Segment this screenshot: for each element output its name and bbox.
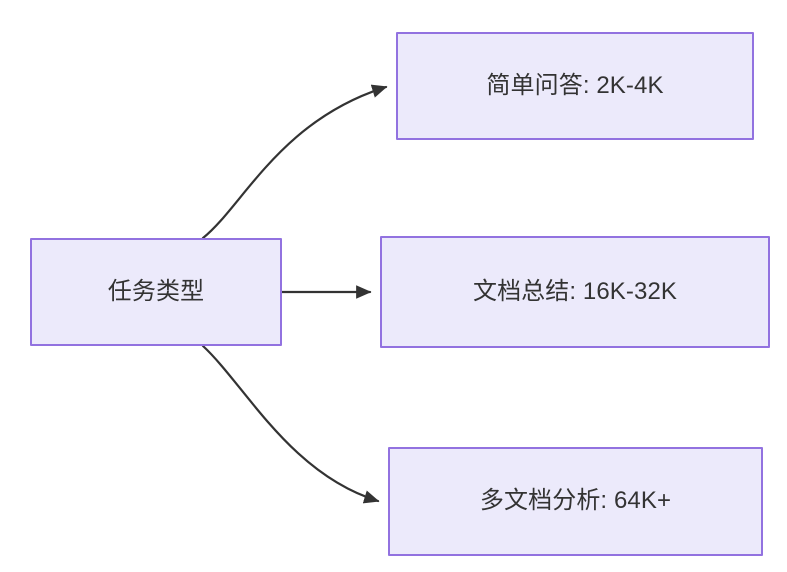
node-doc-summary[interactable]: 文档总结: 16K-32K: [380, 236, 770, 348]
node-task-type[interactable]: 任务类型: [30, 238, 282, 346]
node-doc-summary-label: 文档总结: 16K-32K: [472, 277, 678, 305]
node-simple-qa[interactable]: 简单问答: 2K-4K: [396, 32, 754, 140]
edge-task-type-to-simple-qa: [201, 84, 388, 240]
node-multi-doc-label: 多文档分析: 64K+: [479, 487, 672, 515]
node-multi-doc[interactable]: 多文档分析: 64K+: [388, 447, 763, 556]
node-simple-qa-label: 简单问答: 2K-4K: [486, 71, 664, 99]
node-task-type-label: 任务类型: [107, 277, 205, 305]
edge-task-type-to-multi-doc: [201, 344, 380, 504]
